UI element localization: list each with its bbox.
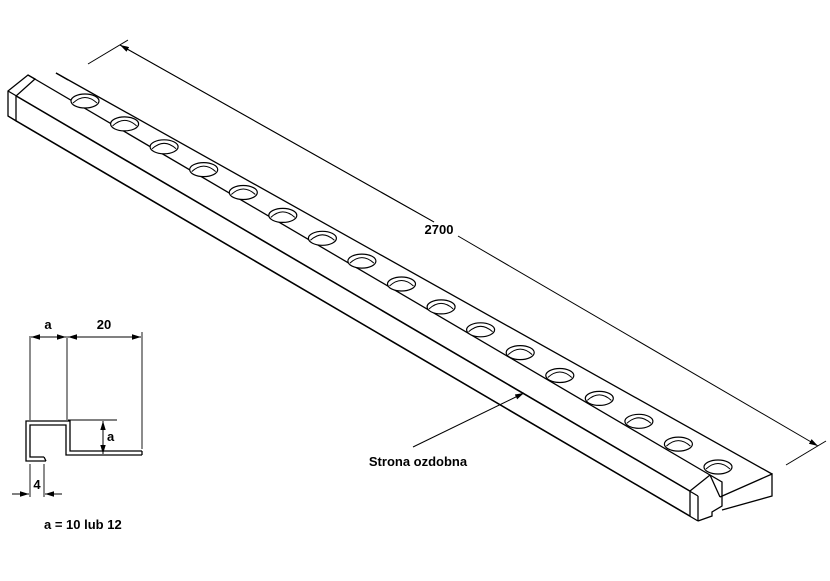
decorative-side-label: Strona ozdobna bbox=[369, 454, 468, 469]
flange-hole-edge bbox=[310, 234, 335, 241]
flange-hole bbox=[347, 253, 377, 269]
flange-hole-edge bbox=[428, 302, 454, 310]
flange-hole bbox=[149, 139, 179, 155]
flange-hole bbox=[426, 299, 456, 315]
flange-hole bbox=[466, 322, 496, 338]
cross-section-view bbox=[12, 332, 143, 497]
flange-hole bbox=[307, 230, 337, 246]
flange-hole-edge bbox=[151, 142, 177, 150]
flange-hole bbox=[268, 207, 298, 223]
flange-holes bbox=[70, 93, 733, 475]
flange-hole-edge bbox=[626, 417, 652, 424]
flange-hole-edge bbox=[389, 280, 414, 287]
flange-hole bbox=[545, 367, 575, 384]
flange-hole-edge bbox=[705, 463, 731, 470]
formula-label: a = 10 lub 12 bbox=[44, 517, 122, 532]
height-a-label: a bbox=[107, 429, 115, 444]
flange-hole-edge bbox=[270, 211, 296, 218]
length-dimension bbox=[87, 39, 827, 466]
flange-hole bbox=[228, 184, 258, 201]
profile-3d-view bbox=[7, 72, 773, 522]
flange-hole bbox=[109, 116, 140, 132]
flange-hole-edge bbox=[112, 119, 137, 127]
flange-hole-edge bbox=[191, 165, 217, 172]
decorative-side-leader bbox=[412, 392, 525, 448]
flange-hole bbox=[584, 390, 614, 406]
flange-hole-edge bbox=[230, 188, 256, 195]
flange-hole bbox=[70, 93, 100, 109]
flange-hole-edge bbox=[547, 371, 573, 378]
width-a-label: a bbox=[44, 317, 52, 332]
flange-hole bbox=[663, 436, 694, 452]
flange-hole bbox=[189, 162, 219, 178]
flange-hole-edge bbox=[72, 97, 98, 104]
flange-hole bbox=[703, 459, 733, 475]
width-20-label: 20 bbox=[97, 317, 111, 332]
flange-hole bbox=[505, 345, 535, 361]
flange-hole bbox=[624, 413, 654, 429]
length-dimension-label: 2700 bbox=[425, 222, 454, 237]
flange-hole-edge bbox=[666, 440, 691, 447]
flange-hole-edge bbox=[349, 257, 375, 264]
flange-hole bbox=[386, 276, 417, 292]
gap-4-label: 4 bbox=[33, 477, 41, 492]
flange-hole-edge bbox=[586, 394, 612, 401]
flange-hole-edge bbox=[507, 348, 533, 355]
flange-hole-edge bbox=[468, 325, 493, 333]
